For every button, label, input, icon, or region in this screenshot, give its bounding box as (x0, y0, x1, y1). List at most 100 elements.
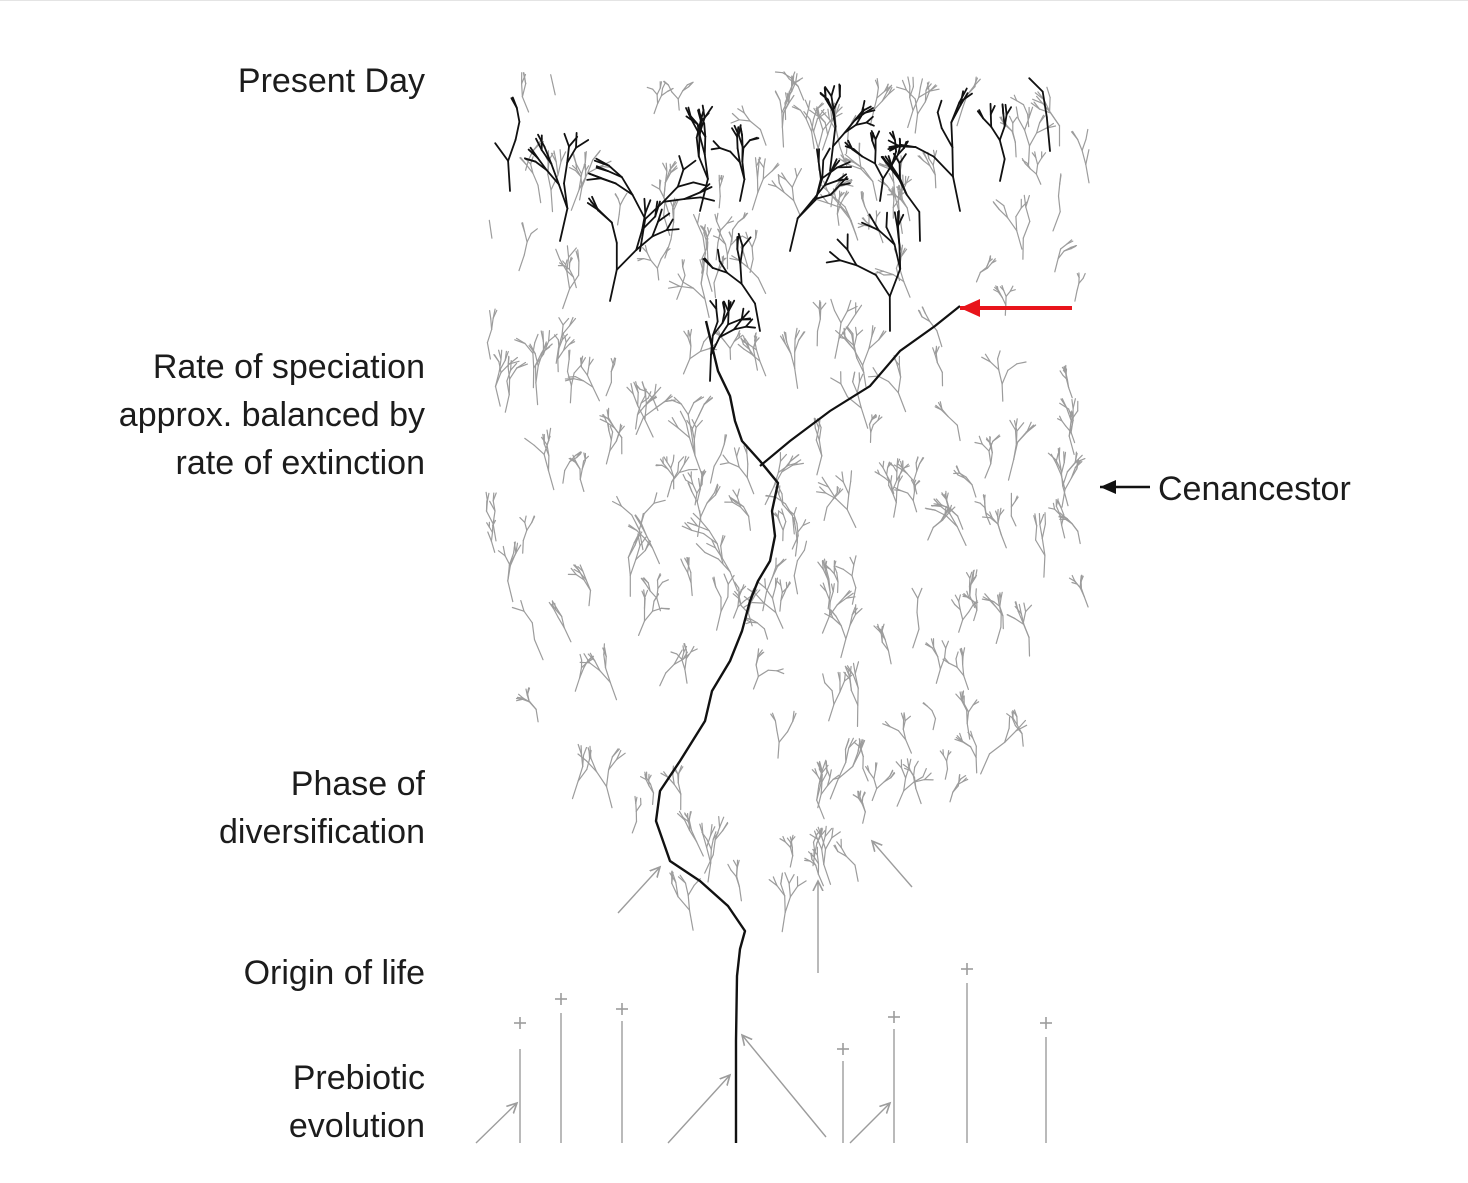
extinct-branch (752, 238, 756, 247)
extinct-branch (690, 346, 691, 359)
extinct-branch (937, 363, 942, 373)
extinct-branch (748, 268, 758, 279)
extinct-branch (794, 576, 797, 594)
extinct-branch (609, 431, 611, 440)
extinct-branch (985, 464, 991, 478)
extinct-branch (486, 492, 487, 501)
extinct-branch (657, 95, 658, 104)
extinct-branch (671, 222, 674, 239)
extinct-branch (618, 214, 620, 225)
extinct-branch (624, 193, 627, 198)
extinct-branch (1023, 221, 1030, 238)
extinct-branch (570, 275, 579, 289)
extinct-branch (593, 387, 600, 401)
extinct-branch (823, 616, 830, 633)
extinct-branch (1000, 599, 1001, 607)
extinct-branch (1002, 384, 1003, 401)
extinct-branch (767, 578, 773, 592)
extinct-branch (683, 260, 685, 267)
extinct-branch (691, 416, 699, 431)
surviving-branch (1000, 140, 1005, 159)
extinct-branch (678, 897, 690, 911)
extinct-branch (913, 629, 919, 648)
extinct-branch (959, 620, 963, 633)
extinct-branch (757, 623, 764, 629)
extinct-branch (1082, 139, 1086, 150)
extinct-branch (1002, 370, 1008, 384)
cross-icon (514, 1017, 526, 1029)
extinct-branch (1008, 364, 1017, 371)
surviving-branch (938, 112, 942, 128)
extinct-branch (487, 511, 494, 524)
extinct-branch (658, 96, 662, 104)
extinct-branch (1055, 259, 1058, 272)
surviving-branch (705, 137, 706, 155)
extinct-branch (657, 259, 661, 268)
extinct-branch (777, 669, 783, 671)
extinct-branch (533, 353, 534, 368)
extinct-branch (1018, 118, 1024, 130)
extinct-branch (1013, 117, 1017, 123)
extinct-branch (943, 755, 946, 761)
extinct-branch (1011, 516, 1016, 526)
surviving-branch (1047, 117, 1050, 151)
extinct-branch (905, 716, 910, 720)
extinct-branch (898, 377, 900, 393)
extinct-branch (719, 817, 720, 828)
extinct-branch (620, 199, 623, 206)
extinct-branch (840, 681, 845, 692)
surviving-branch (953, 177, 960, 211)
extinct-branch (524, 611, 532, 623)
extinct-branch (819, 301, 820, 309)
surviving-branch (714, 141, 720, 148)
extinct-branch (496, 386, 501, 406)
surviving-branch (617, 250, 636, 270)
extinct-branch (831, 299, 835, 310)
extinct-branch (694, 397, 704, 403)
extinct-branch (638, 393, 639, 406)
extinct-branch (780, 100, 782, 112)
extinct-branch (798, 525, 803, 532)
extinct-branch (821, 303, 826, 310)
extinct-branch (525, 438, 534, 445)
extinct-branch (684, 565, 688, 572)
extinct-branch (1018, 432, 1027, 442)
extinct-branch (714, 283, 716, 298)
extinct-branch (963, 742, 971, 747)
extinct-branch (1038, 158, 1042, 165)
surviving-branch (587, 178, 600, 180)
surviving-branch (742, 284, 755, 304)
extinct-branch (739, 887, 741, 901)
extinct-branch (1075, 291, 1077, 301)
extinct-branch (707, 250, 708, 260)
extinct-branch (527, 523, 532, 531)
extinct-branch (723, 455, 729, 463)
extinct-branch (529, 702, 536, 709)
surviving-branch (712, 148, 720, 149)
extinct-branch (722, 176, 724, 181)
extinct-branch (505, 395, 509, 413)
extinct-branch (636, 803, 637, 811)
extinct-branch (854, 349, 863, 365)
extinct-branch (657, 268, 658, 280)
extinct-branch (855, 662, 858, 674)
extinct-branch (904, 282, 910, 298)
surviving-branch (872, 133, 873, 140)
extinct-branch (618, 199, 620, 206)
extinct-branch (964, 676, 969, 690)
surviving-branch (699, 138, 700, 156)
extinct-branch (560, 150, 561, 162)
extinct-branch (677, 286, 682, 299)
diversification-label: Phase of diversification (5, 760, 425, 856)
surviving-branch (610, 270, 617, 301)
extinct-branch (672, 92, 679, 99)
extinct-branch (778, 559, 786, 566)
extinct-branch (1015, 142, 1016, 157)
extinct-branch (883, 461, 884, 467)
extinct-branch (1017, 362, 1026, 364)
extinct-branch (873, 420, 878, 425)
extinct-branch (619, 205, 620, 214)
extinct-branch (817, 839, 821, 849)
extinct-branch (780, 601, 781, 612)
extinct-branch (760, 361, 766, 376)
